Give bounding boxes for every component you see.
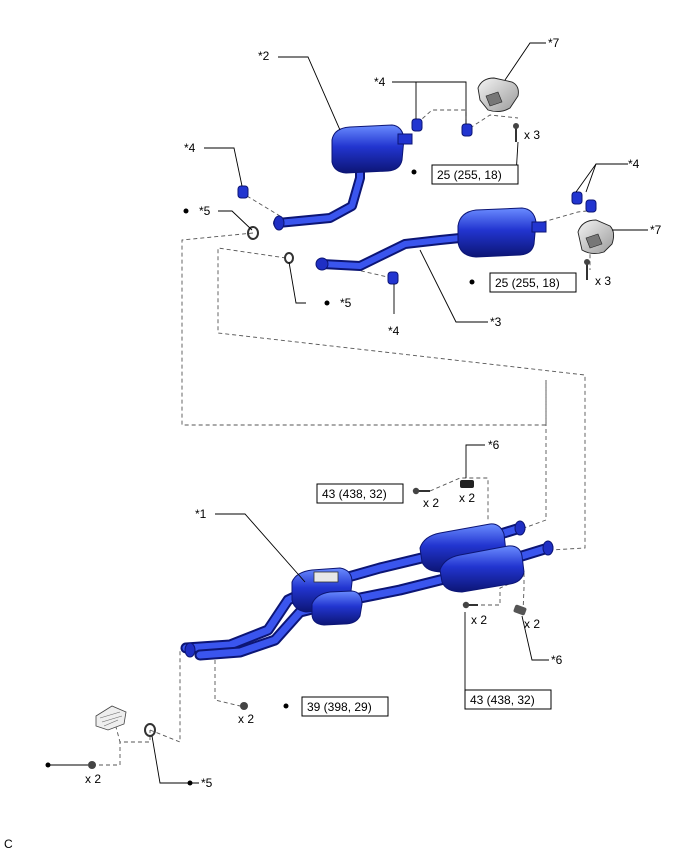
qty-right-bolts: x 3 <box>595 274 611 288</box>
gaskets <box>144 226 294 737</box>
torque-value-front-top: 43 (438, 32) <box>322 487 387 501</box>
label-part-2: *2 <box>258 49 270 63</box>
label-part-7-right: *7 <box>650 223 662 237</box>
label-part-6-top: *6 <box>488 438 500 452</box>
qty-upper-bolts: x 3 <box>524 128 540 142</box>
label-part-4-mid: *4 <box>388 324 400 338</box>
bullet-markers <box>45 169 475 786</box>
corner-letter: C <box>4 837 13 851</box>
quantity-labels: x 3 x 3 x 2 x 2 x 2 x 2 x 2 x 2 <box>85 128 611 786</box>
label-part-3: *3 <box>490 315 502 329</box>
qty-lower-nuts: x 2 <box>85 772 101 786</box>
qty-front-springs-top: x 2 <box>459 491 475 505</box>
qty-front-springs-bottom: x 2 <box>524 617 540 631</box>
tail-pipe-right-assembly <box>315 207 547 271</box>
qty-front-bolts-bottom: x 2 <box>471 613 487 627</box>
hanger-bracket-right <box>577 219 615 255</box>
qty-center-nuts: x 2 <box>238 712 254 726</box>
front-exhaust-pipe-assembly <box>180 520 554 661</box>
label-part-5-bottom: *5 <box>201 776 213 790</box>
torque-spec-upper: 25 (255, 18) <box>431 164 519 185</box>
label-part-4-top: *4 <box>374 75 386 89</box>
torque-spec-right: 25 (255, 18) <box>489 272 577 293</box>
label-part-1: *1 <box>195 507 207 521</box>
fasteners <box>88 123 590 769</box>
torque-spec-front-bottom: 43 (438, 32) <box>464 689 552 710</box>
rubber-hangers <box>237 118 597 285</box>
hanger-bracket-upper <box>477 77 519 113</box>
label-part-5-left: *5 <box>199 204 211 218</box>
torque-spec-front-top: 43 (438, 32) <box>316 483 404 504</box>
tail-pipe-left-assembly <box>273 124 413 231</box>
label-part-7-top: *7 <box>548 36 560 50</box>
qty-front-bolts-top: x 2 <box>423 496 439 510</box>
torque-value-upper: 25 (255, 18) <box>437 168 502 182</box>
torque-value-front-bottom: 43 (438, 32) <box>470 693 535 707</box>
leader-lines <box>48 42 648 784</box>
part-labels: *2 *4 *7 *4 *5 *4 *7 *5 *4 *3 *6 *1 *6 *… <box>184 36 662 790</box>
label-part-4-left: *4 <box>184 141 196 155</box>
torque-value-right: 25 (255, 18) <box>495 276 560 290</box>
label-part-4-right: *4 <box>628 157 640 171</box>
label-part-5-mid: *5 <box>340 296 352 310</box>
heat-insulator-lower <box>95 705 127 731</box>
torque-value-center: 39 (398, 29) <box>307 700 372 714</box>
torque-spec-center: 39 (398, 29) <box>301 696 389 717</box>
label-part-6-bottom: *6 <box>551 653 563 667</box>
